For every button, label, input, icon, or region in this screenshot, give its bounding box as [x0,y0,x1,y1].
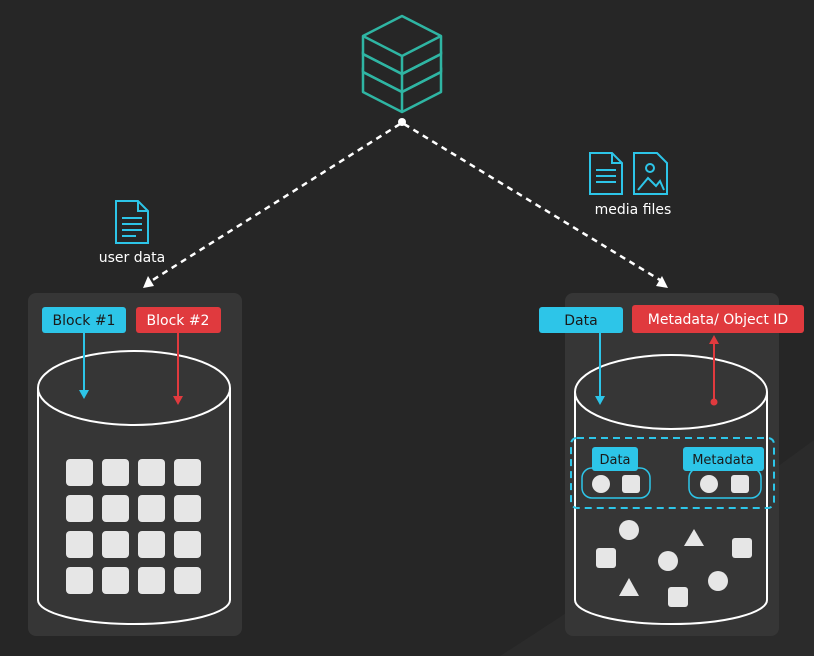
block-storage-cylinder [37,350,231,625]
user-data-caption: user data [99,250,166,266]
block-2-label: Block #2 [147,313,210,329]
data-tag [539,307,623,333]
block-2-tag [136,307,221,333]
block-tile [138,495,165,522]
object-square [596,548,616,568]
object-triangle [684,529,704,546]
block-1-label: Block #1 [53,313,116,329]
block-1-arrow-head [79,390,89,399]
block-tile [66,567,93,594]
block-tile [138,531,165,558]
block-tile [138,567,165,594]
block-tile [174,495,201,522]
scattered-objects [596,520,752,607]
block-tile [66,531,93,558]
inner-data-label: Data [599,453,630,468]
object-storage-cylinder [574,354,768,625]
object-circle [658,551,678,571]
metadata-circle-shape [700,475,718,493]
data-arrow-head [595,396,605,405]
block-2-arrow-head [173,396,183,405]
media-files-caption: media files [595,202,672,218]
block-tile [174,459,201,486]
arrow-head-right [656,276,668,288]
object-circle [708,571,728,591]
block-tile [102,459,129,486]
image-file-icon [633,152,668,195]
block-tile [66,459,93,486]
media-document-icon [589,152,623,195]
block-tile-grid [66,459,201,594]
metadata-object-id-label: Metadata/ Object ID [648,312,788,328]
block-tile [102,567,129,594]
data-circle-shape [592,475,610,493]
metadata-object-id-tag [632,305,804,333]
block-storage-panel [28,293,242,636]
arrow-head-left [143,276,154,288]
block-1-tag [42,307,126,333]
block-tile [174,531,201,558]
block-tile [66,495,93,522]
object-square [732,538,752,558]
block-tile [174,567,201,594]
inner-metadata-tag [683,447,764,471]
metadata-square-shape [731,475,749,493]
inner-metadata-label: Metadata [692,453,754,468]
block-tile [102,531,129,558]
block-tile [102,495,129,522]
object-square [668,587,688,607]
data-square-shape [622,475,640,493]
metadata-arrow-tail-dot [710,398,718,406]
object-circle [619,520,639,540]
object-dashed-box [570,437,775,509]
dashed-line-right [403,122,661,282]
object-triangle [619,578,639,596]
block-tile [138,459,165,486]
inner-data-tag [592,447,638,471]
dashed-line-left [147,122,401,285]
server-stack-icon [361,14,443,114]
data-tag-label: Data [564,313,597,329]
document-icon [115,200,149,244]
object-storage-panel [565,293,779,636]
metadata-arrow-head [709,335,719,344]
